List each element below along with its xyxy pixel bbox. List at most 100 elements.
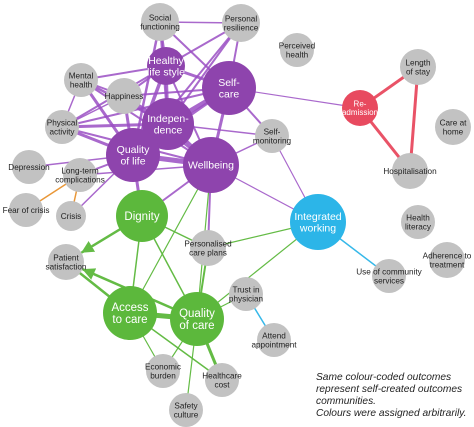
node-label-line: satisfaction bbox=[46, 262, 87, 271]
node-circle-wellbeing bbox=[183, 137, 239, 193]
node-label-line: Personalised bbox=[184, 239, 232, 248]
node-label-wellbeing: Wellbeing bbox=[188, 160, 234, 172]
edge-selfcare-physical bbox=[61, 87, 230, 128]
node-label-line: health bbox=[70, 80, 93, 89]
node-label-line: Depression bbox=[8, 163, 50, 172]
node-label-line: monitoring bbox=[253, 136, 292, 145]
node-circle-qol bbox=[106, 128, 160, 182]
node-circle-healthlit bbox=[401, 205, 435, 239]
node-label-line: Healthcare bbox=[202, 371, 242, 380]
node-label-hospitalisation: Hospitalisation bbox=[383, 167, 437, 176]
node-label-line: Happiness bbox=[105, 92, 144, 101]
node-happiness: Happiness bbox=[105, 78, 144, 114]
node-label-line: activity bbox=[49, 127, 75, 136]
node-dignity: Dignity bbox=[116, 190, 168, 242]
node-label-line: Adherence to bbox=[423, 251, 472, 260]
node-circle-usecommunity bbox=[372, 259, 406, 293]
node-label-line: literacy bbox=[405, 222, 432, 231]
caption-line-1: Same colour-coded outcomes bbox=[316, 372, 452, 383]
node-circle-crisis bbox=[56, 201, 86, 231]
node-circle-mental bbox=[64, 63, 98, 97]
node-label-line: Use of community bbox=[356, 267, 422, 276]
node-circle-longterm bbox=[63, 158, 97, 192]
node-label-line: of life bbox=[120, 155, 145, 167]
node-label-selfmon: Self-monitoring bbox=[253, 127, 292, 145]
node-selfmon: Self-monitoring bbox=[253, 119, 292, 153]
node-circle-happiness bbox=[106, 78, 142, 114]
node-circle-lengthofstay bbox=[400, 49, 436, 85]
node-label-line: Re- bbox=[354, 99, 367, 108]
node-label-line: Safety bbox=[174, 401, 198, 410]
node-circle-attend bbox=[257, 323, 291, 357]
node-label-line: complications bbox=[55, 175, 105, 184]
node-circle-adherence bbox=[429, 242, 465, 278]
node-readmission: Re-admission bbox=[342, 90, 378, 126]
node-label-line: care plans bbox=[189, 248, 227, 257]
node-circle-dignity bbox=[116, 190, 168, 242]
node-circle-selfcare bbox=[202, 61, 256, 115]
node-label-line: dence bbox=[154, 124, 183, 136]
node-circle-access bbox=[103, 286, 157, 340]
node-label-line: Quality bbox=[117, 144, 150, 156]
node-label-line: Physical bbox=[47, 118, 78, 127]
node-label-line: appointment bbox=[251, 340, 297, 349]
node-circle-trust bbox=[229, 277, 263, 311]
node-label-line: Personal bbox=[225, 14, 257, 23]
node-label-line: services bbox=[374, 276, 404, 285]
node-label-line: physician bbox=[229, 294, 264, 303]
node-circle-integrated bbox=[290, 194, 346, 250]
node-label-line: Healthy bbox=[148, 55, 184, 67]
node-circle-hccost bbox=[205, 363, 239, 397]
node-label-line: home bbox=[443, 127, 464, 136]
node-label-line: Fear of crisis bbox=[3, 206, 50, 215]
node-label-line: Hospitalisation bbox=[383, 167, 437, 176]
node-circle-personalised bbox=[190, 230, 226, 266]
caption-line-4: Colours were assigned arbitrarily. bbox=[316, 408, 467, 419]
node-label-line: Trust in bbox=[233, 285, 260, 294]
node-circle-social bbox=[141, 3, 179, 41]
node-circle-physical bbox=[45, 110, 79, 144]
node-label-line: Perceived bbox=[279, 41, 316, 50]
node-label-selfcare: Self-care bbox=[218, 77, 240, 100]
node-label-line: Self- bbox=[218, 77, 240, 89]
node-independence: Indepen-dence bbox=[142, 98, 194, 150]
node-label-dignity: Dignity bbox=[124, 211, 159, 223]
node-label-line: cost bbox=[214, 380, 230, 389]
node-label-line: treatment bbox=[430, 260, 465, 269]
node-selfcare: Self-care bbox=[202, 61, 256, 115]
node-circle-depression bbox=[12, 150, 46, 184]
node-label-line: of stay bbox=[406, 67, 431, 76]
node-fear: Fear of crisis bbox=[3, 193, 50, 227]
node-circle-independence bbox=[142, 98, 194, 150]
node-circle-fear bbox=[9, 193, 43, 227]
node-label-line: Integrated bbox=[294, 211, 341, 223]
